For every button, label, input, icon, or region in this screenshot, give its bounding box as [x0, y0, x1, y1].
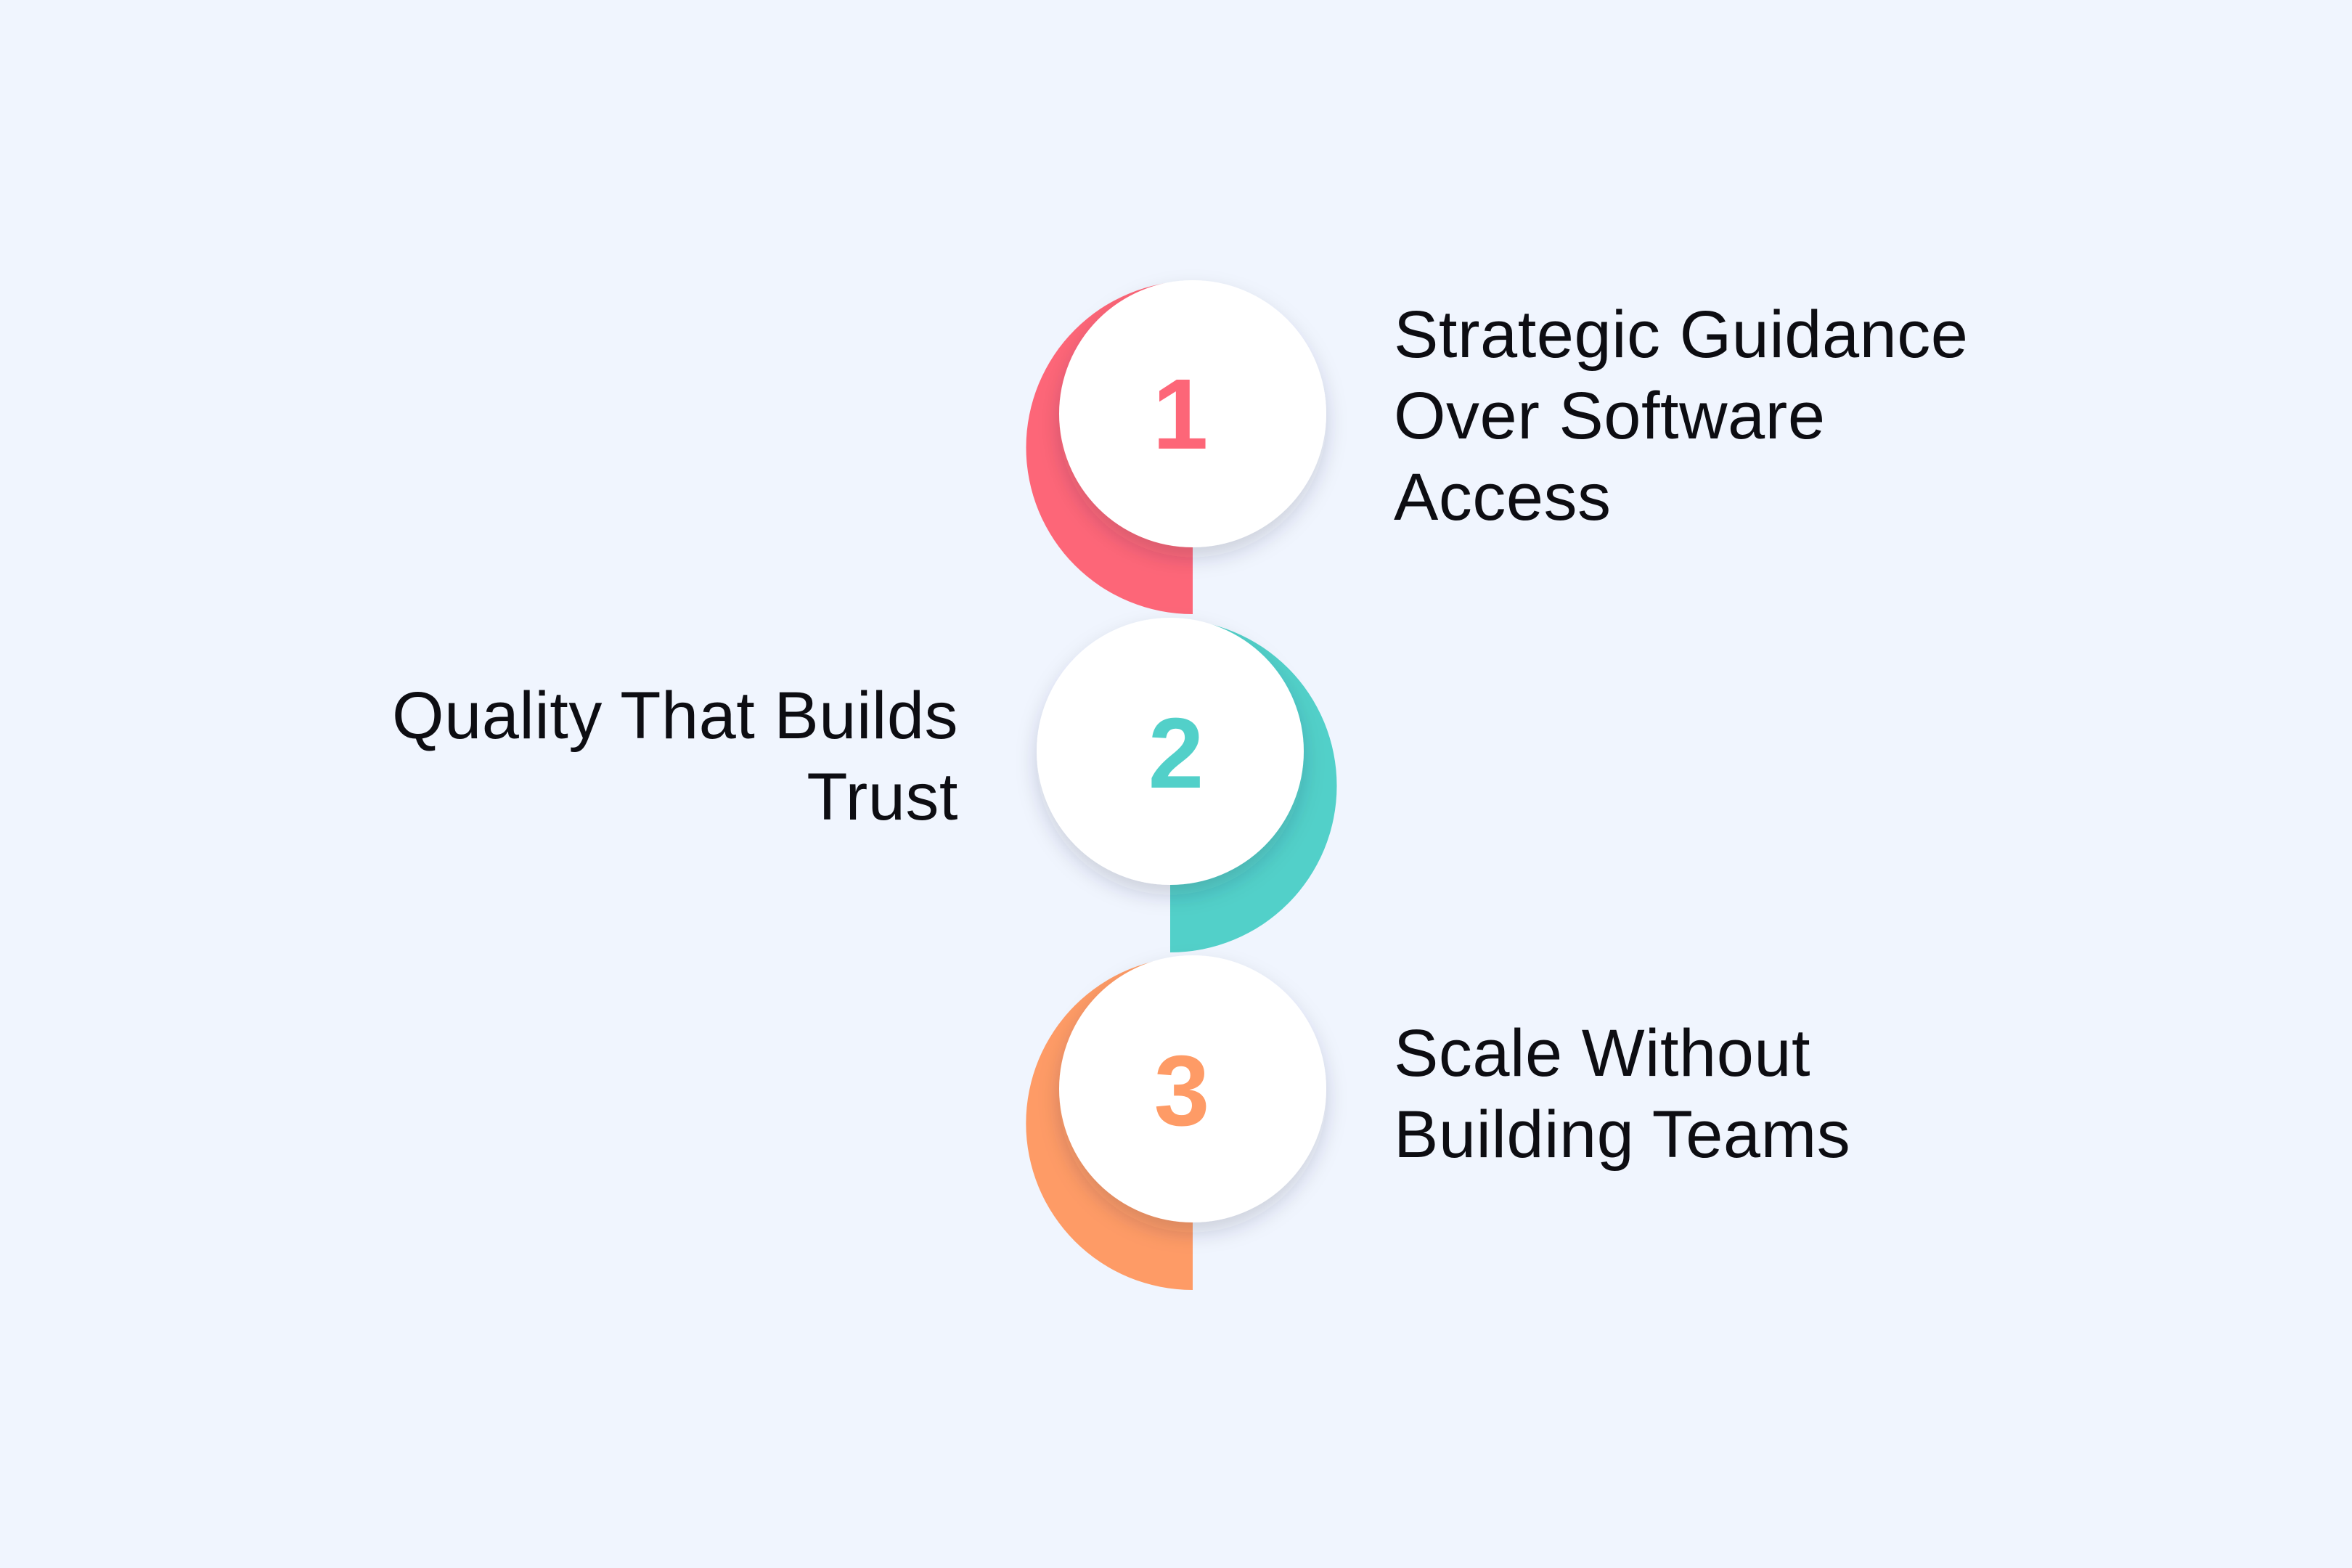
step-2-number: 2	[1148, 698, 1204, 809]
step-1-circle	[1059, 280, 1326, 547]
step-2-circle	[1037, 618, 1304, 885]
step-3: 3	[1026, 955, 1326, 1291]
step-3-title-line-2: Building Teams	[1394, 1098, 1851, 1172]
step-2-title-line-1: Quality That Builds	[392, 679, 958, 753]
step-1-title-line-1: Strategic Guidance	[1394, 298, 1969, 372]
step-1: 1	[1026, 280, 1326, 614]
step-1-title-line-2: Over Software	[1394, 379, 1826, 453]
step-2-title-line-2: Trust	[807, 760, 958, 834]
step-1-number: 1	[1153, 359, 1209, 470]
step-3-number: 3	[1154, 1035, 1210, 1147]
step-1-title: Strategic Guidance Over Software Access	[1394, 294, 1968, 538]
step-3-title: Scale Without Building Teams	[1394, 1013, 1850, 1175]
step-2: 2	[1037, 618, 1337, 952]
step-3-circle	[1059, 955, 1326, 1222]
step-1-title-line-3: Access	[1394, 460, 1612, 534]
step-3-title-line-1: Scale Without	[1394, 1016, 1811, 1090]
step-2-title: Quality That Builds Trust	[305, 675, 958, 838]
